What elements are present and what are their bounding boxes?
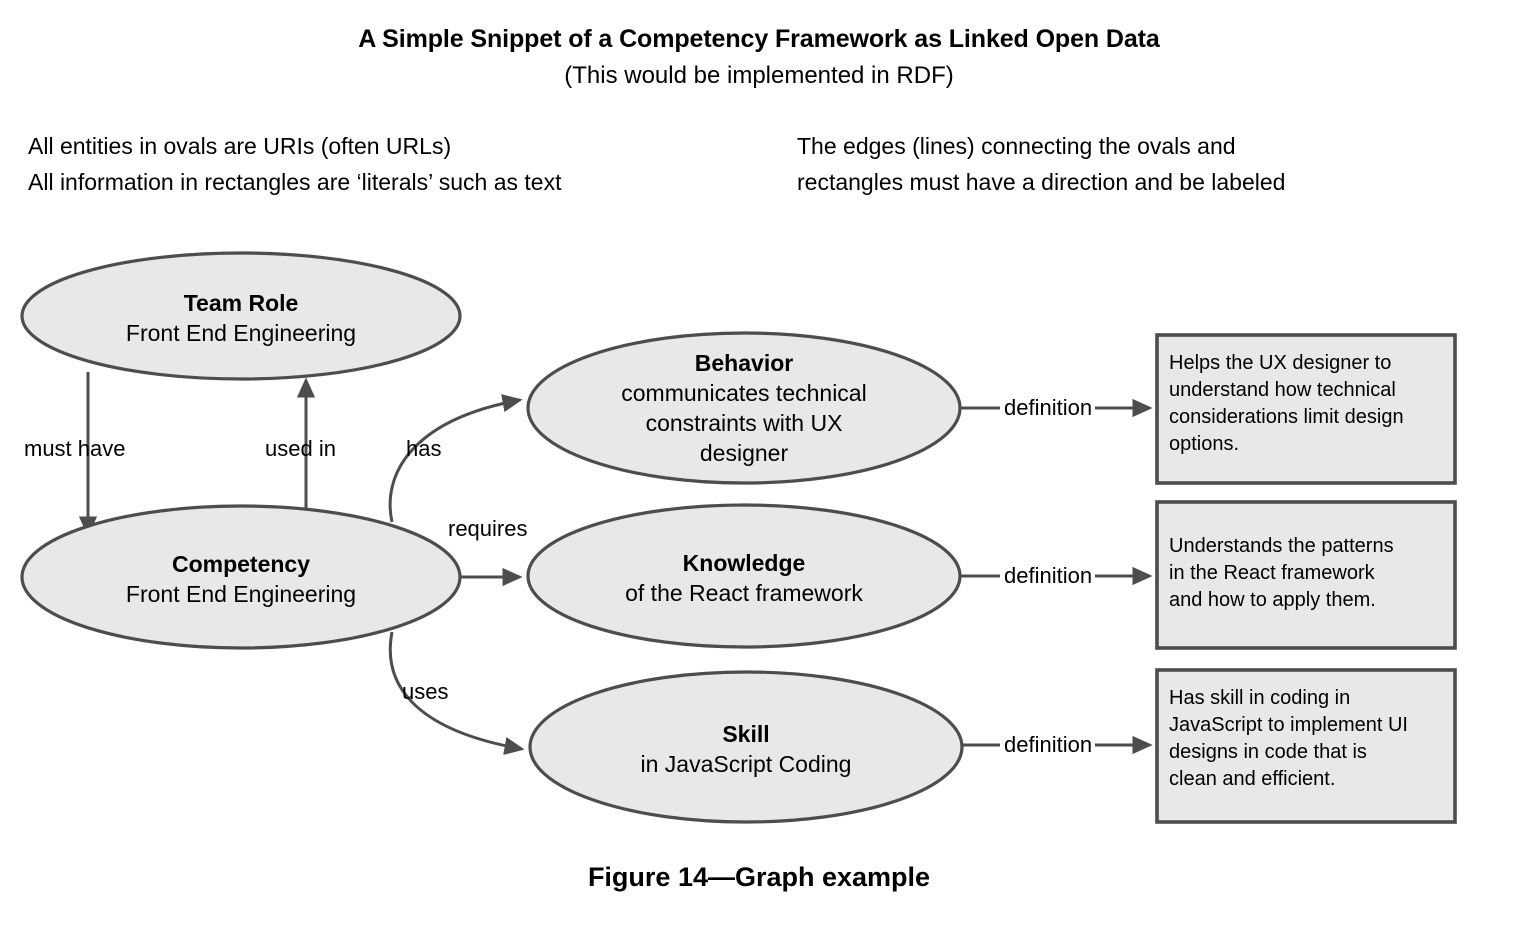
skill-definition-line-3: designs in code that is [1169,741,1367,763]
edge-uses [388,631,525,755]
knowledge-definition-line-3: and how to apply them. [1169,589,1376,611]
legend-left-line-2: All information in rectangles are ‘liter… [28,169,562,195]
edge-label-definition-skill: definition [1004,732,1093,757]
node-behavior-definition-text: Helps the UX designer to understand how … [1169,350,1447,458]
edge-label-definition-behavior: definition [1004,395,1093,420]
figure-caption: Figure 14—Graph example [587,862,931,892]
behavior-definition-line-2: understand how technical [1169,379,1396,401]
skill-definition-line-4: clean and efficient. [1169,768,1336,790]
node-skill-definition-text: Has skill in coding in JavaScript to imp… [1169,685,1447,793]
node-knowledge-definition-text: Understands the patterns in the React fr… [1169,533,1447,614]
behavior-definition-line-3: considerations limit design [1169,406,1404,428]
knowledge-definition-line-2: in the React framework [1169,562,1375,584]
edge-label-definition-knowledge: definition [1004,563,1093,588]
legend-right-line-2: rectangles must have a direction and be … [797,169,1286,195]
node-skill[interactable] [528,670,964,824]
page-subtitle: (This would be implemented in RDF) [564,62,954,89]
node-skill-definition-box[interactable] [1155,668,1457,824]
behavior-definition-line-1: Helps the UX designer to [1169,352,1392,374]
node-behavior-definition-box[interactable] [1155,333,1457,485]
page-title: A Simple Snippet of a Competency Framewo… [358,25,1160,53]
knowledge-definition-line-1: Understands the patterns [1169,535,1394,557]
node-behavior[interactable] [526,331,962,485]
legend-right-line-1: The edges (lines) connecting the ovals a… [797,133,1236,159]
edge-label-used-in: used in [265,436,336,461]
edge-label-requires: requires [448,516,528,541]
node-knowledge-definition-box[interactable] [1155,500,1457,650]
node-competency[interactable] [20,504,462,650]
edge-has [388,394,523,523]
edge-label-has: has [406,436,442,461]
legend-right: The edges (lines) connecting the ovals a… [797,128,1285,200]
skill-definition-line-2: JavaScript to implement UI [1169,714,1408,736]
edge-label-uses: uses [402,679,449,704]
node-team-role[interactable] [20,251,462,381]
behavior-definition-line-4: options. [1169,433,1240,455]
node-knowledge[interactable] [526,503,962,649]
legend-left-line-1: All entities in ovals are URIs (often UR… [28,133,452,159]
skill-definition-line-1: Has skill in coding in [1169,687,1351,709]
edge-label-must-have: must have [24,436,126,461]
legend-left: All entities in ovals are URIs (often UR… [28,128,562,200]
